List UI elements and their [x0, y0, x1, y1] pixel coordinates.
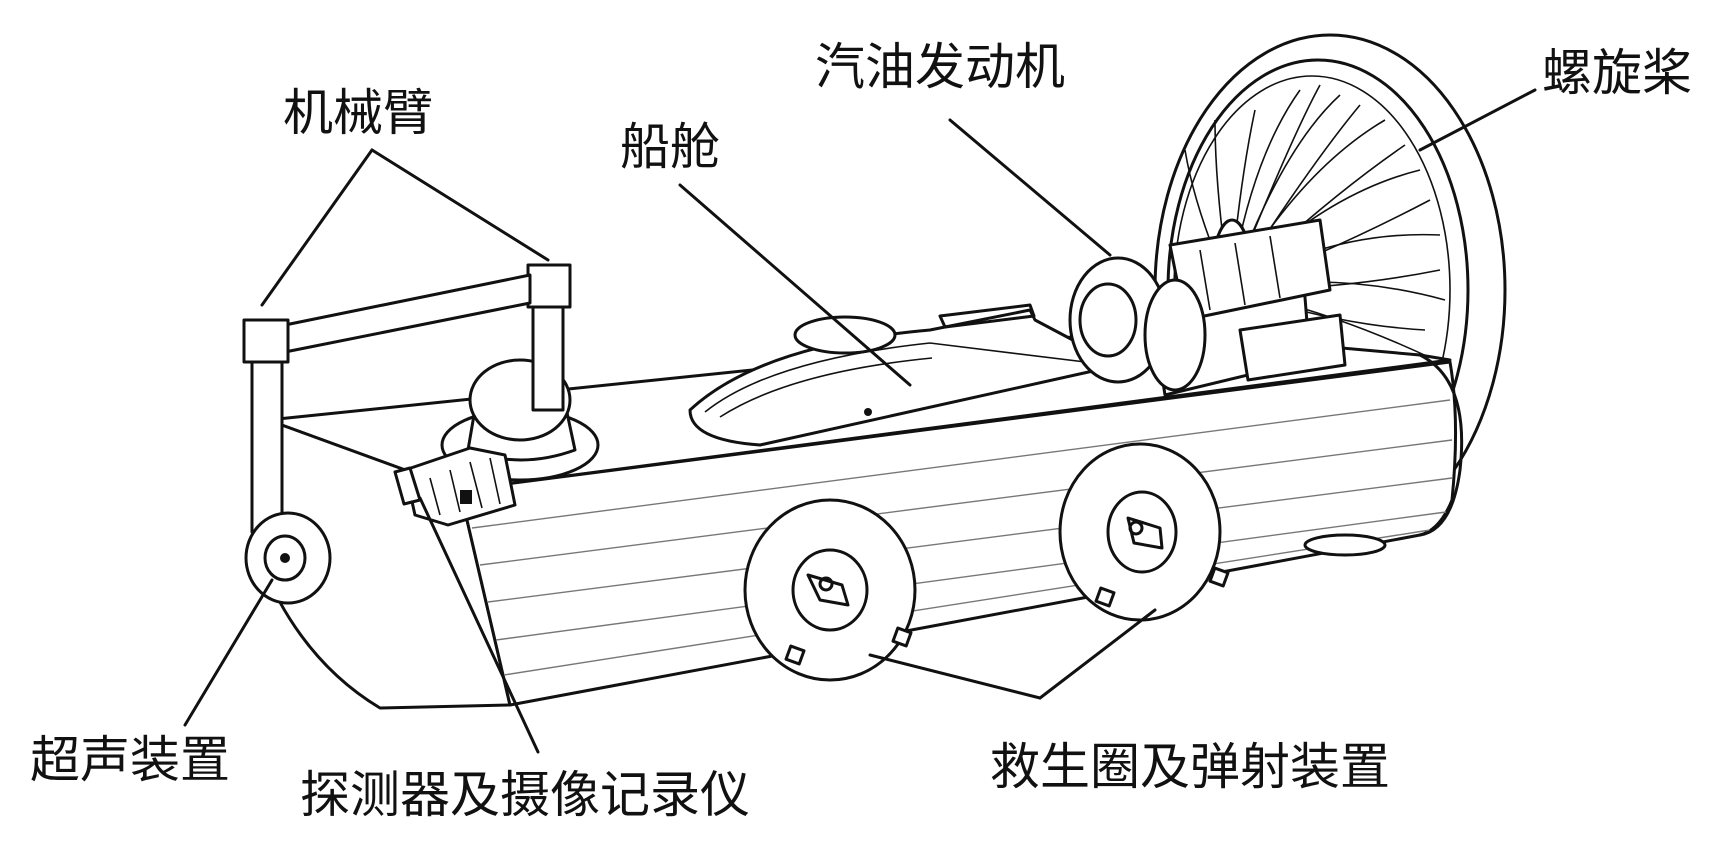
detector-camera	[393, 446, 517, 527]
leader-ultrasonic	[183, 578, 274, 727]
leader-lines	[183, 88, 1537, 754]
ultrasonic-device	[244, 511, 332, 605]
label-lifebuoy-ejector: 救生圈及弹射装置	[990, 738, 1390, 796]
leader-arm-left	[260, 148, 374, 307]
leader-lifebuoy-right	[1038, 608, 1157, 700]
leader-engine	[948, 118, 1112, 257]
leader-detector	[418, 496, 540, 754]
label-propeller: 螺旋桨	[1542, 44, 1692, 102]
cabin	[688, 303, 1122, 447]
robotic-arm	[242, 263, 600, 534]
leader-lifebuoy-left	[868, 653, 1042, 700]
lifebuoy-left	[743, 498, 917, 682]
label-cabin: 船舱	[620, 118, 720, 176]
label-detector-camera-recorder: 探测器及摄像记录仪	[300, 766, 750, 824]
label-robotic-arm: 机械臂	[283, 84, 433, 142]
hull-stripes	[471, 399, 1453, 676]
leader-propeller	[1418, 88, 1537, 152]
label-ultrasonic-device: 超声装置	[30, 731, 230, 789]
label-gasoline-engine: 汽油发动机	[815, 38, 1065, 96]
leader-cabin	[678, 183, 912, 387]
leader-arm-right	[370, 148, 550, 262]
gasoline-engine	[1068, 218, 1347, 397]
